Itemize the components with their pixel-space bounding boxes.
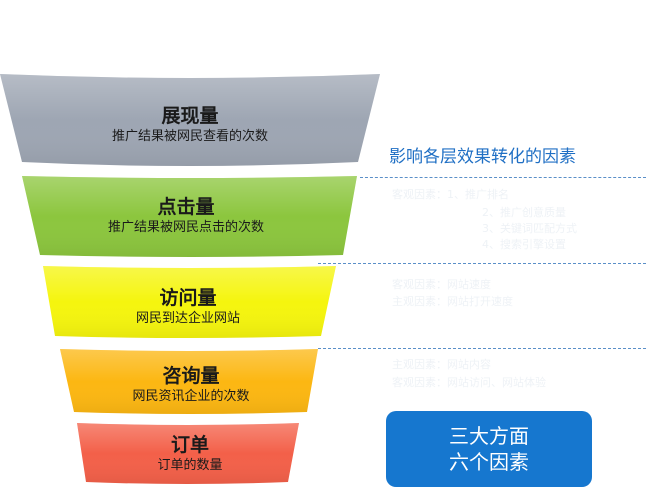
summary-line-2: 六个因素 [449, 450, 529, 474]
factor-1-line-1: 客观因素：1、推广排名 [392, 188, 509, 201]
stage-orders-text: 订单 订单的数量 [0, 433, 380, 475]
dashed-divider-1 [360, 177, 646, 178]
funnel-band-highlight [77, 423, 299, 484]
factor-3-line-1: 主观因素：网站内容 [392, 358, 491, 371]
stage-visits-desc: 网民到达企业网站 [135, 311, 240, 326]
stage-orders-desc: 订单的数量 [157, 458, 223, 473]
stage-clicks-title: 点击量 [157, 196, 215, 218]
factor-3-line-2: 客观因素：网站访问、网站体验 [392, 376, 546, 389]
factors-title: 影响各层效果转化的因素 [389, 147, 576, 167]
stage-impressions-desc: 推广结果被网民查看的次数 [111, 129, 268, 144]
factor-1-line-4: 4、搜索引擎设置 [482, 238, 566, 251]
stage-clicks-desc: 推广结果被网民点击的次数 [107, 220, 264, 235]
dashed-divider-3 [318, 348, 646, 349]
funnel-band-highlight [22, 176, 357, 257]
factor-2-line-1: 客观因素：网站速度 [392, 278, 491, 291]
stage-impressions-title: 展现量 [161, 105, 219, 127]
funnel-band-highlight [60, 349, 318, 414]
stage-inquiries-text: 咨询量 网民资讯企业的次数 [0, 364, 382, 406]
funnel-band-highlight [43, 266, 336, 338]
factor-2-line-2: 主观因素：网站打开速度 [392, 295, 513, 308]
stage-orders-title: 订单 [170, 434, 209, 456]
stage-clicks-text: 点击量 推广结果被网民点击的次数 [0, 195, 372, 237]
factor-1-line-2: 2、推广创意质量 [482, 206, 566, 219]
funnel-band-highlight [0, 74, 380, 166]
stage-visits-text: 访问量 网民到达企业网站 [0, 286, 376, 328]
dashed-divider-2 [318, 263, 646, 264]
factor-1-line-3: 3、关键词匹配方式 [482, 222, 577, 235]
stage-inquiries-desc: 网民资讯企业的次数 [132, 389, 250, 404]
summary-box: 三大方面 六个因素 [386, 411, 592, 487]
stage-inquiries-title: 咨询量 [162, 365, 220, 387]
stage-visits-title: 访问量 [159, 287, 217, 309]
summary-line-1: 三大方面 [449, 424, 529, 448]
stage-impressions-text: 展现量 推广结果被网民查看的次数 [0, 104, 380, 146]
